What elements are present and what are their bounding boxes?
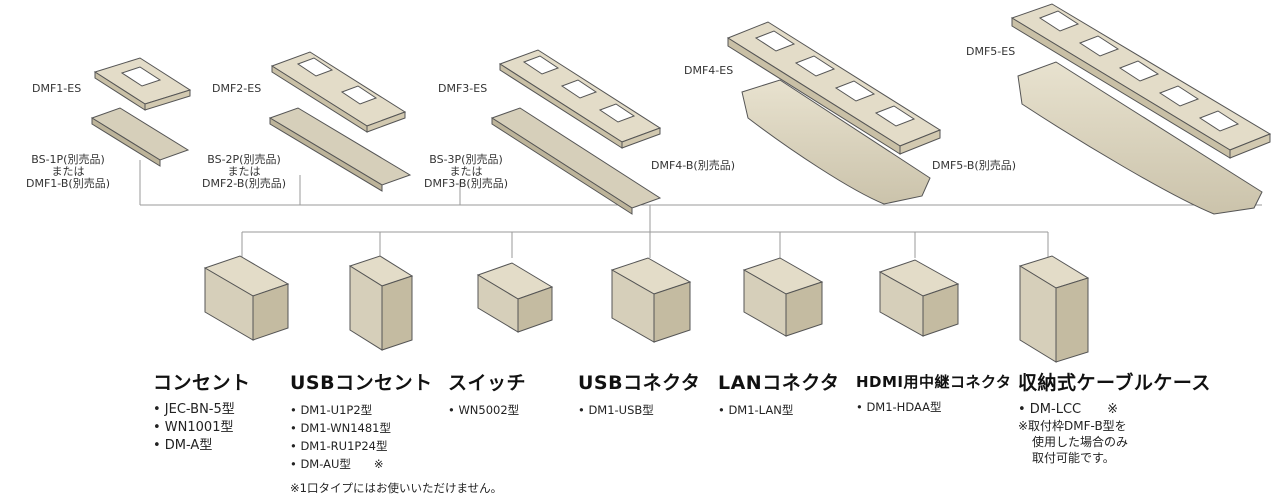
module-lan-connector-illustration (742, 257, 824, 337)
frame-5-illustration (1010, 3, 1272, 215)
category-item: • WN1001型 (153, 420, 234, 435)
frame-2-plate-label: DMF2-ES (212, 82, 262, 95)
usb-outlet-note: ※1口タイプにはお使いいただけません。 (290, 481, 503, 495)
category-cable-case: 収納式ケーブルケース • DM-LCC ※ (1018, 368, 1211, 419)
frame-2-base-label: BS-2P(別売品) または DMF2-B(別売品) (202, 153, 286, 190)
category-usb-connector: USBコネクタ • DM1-USB型 (578, 368, 700, 419)
category-hdmi-connector: HDMI用中継コネクタ • DM1-HDAA型 (856, 368, 1011, 416)
module-usb-outlet-illustration (348, 255, 414, 351)
category-item: • DM1-U1P2型 (290, 403, 373, 417)
category-item: • JEC-BN-5型 (153, 402, 235, 417)
module-cable-case-illustration (1018, 255, 1090, 363)
category-item: • DM1-HDAA型 (856, 400, 942, 414)
category-item: • DM-LCC ※ (1018, 402, 1119, 417)
frame-3-illustration (490, 49, 662, 215)
category-outlet: コンセント • JEC-BN-5型 • WN1001型 • DM-A型 (153, 368, 251, 455)
frame-3-base-label: BS-3P(別売品) または DMF3-B(別売品) (424, 153, 508, 190)
category-item: • DM1-WN1481型 (290, 421, 391, 435)
category-title: LANコネクタ (718, 372, 840, 394)
frame-1-window (120, 66, 162, 87)
frame-1-illustration (90, 57, 192, 167)
frame-1-plate-label: DMF1-ES (32, 82, 82, 95)
module-usb-connector-illustration (610, 257, 692, 343)
category-title: USBコネクタ (578, 372, 701, 394)
cable-case-note-2: 使用した場合のみ (1032, 435, 1129, 449)
frame-5-plate-label: DMF5-ES (966, 45, 1016, 58)
category-usb-outlet: USBコンセント • DM1-U1P2型 • DM1-WN1481型 • DM1… (290, 368, 433, 473)
category-item: • DM-A型 (153, 438, 213, 453)
category-title: HDMI用中継コネクタ (856, 373, 1012, 391)
frame-4-illustration (726, 21, 942, 205)
frame-4-plate-label: DMF4-ES (684, 64, 734, 77)
category-item: • DM1-RU1P24型 (290, 439, 388, 453)
connector-lines (139, 160, 1262, 258)
module-hdmi-connector-illustration (878, 259, 960, 337)
frame-2-illustration (268, 51, 412, 192)
frame-1-base-side (91, 117, 161, 167)
category-item: • DM1-USB型 (578, 403, 654, 417)
cable-case-note-3: 取付可能です。 (1032, 451, 1115, 465)
category-item: • WN5002型 (448, 403, 520, 417)
cable-case-note-1: ※取付枠DMF-B型を (1018, 419, 1127, 433)
category-title: コンセント (153, 372, 251, 394)
frame-3-plate-label: DMF3-ES (438, 82, 488, 95)
frame-5-base-label: DMF5-B(別売品) (932, 159, 1016, 172)
frame-4-base-label: DMF4-B(別売品) (651, 159, 735, 172)
category-title: スイッチ (448, 372, 527, 394)
module-switch-illustration (476, 262, 554, 333)
frame-1-base-label: BS-1P(別売品) または DMF1-B(別売品) (26, 153, 110, 190)
category-title: USBコンセント (290, 372, 433, 394)
category-item: • DM-AU型 ※ (290, 457, 384, 471)
frame-1-plate-side-r (144, 89, 191, 111)
category-lan-connector: LANコネクタ • DM1-LAN型 (718, 368, 839, 419)
module-outlet-illustration (203, 255, 290, 341)
category-item: • DM1-LAN型 (718, 403, 794, 417)
category-title: 収納式ケーブルケース (1018, 372, 1211, 394)
category-switch: スイッチ • WN5002型 (448, 368, 526, 419)
